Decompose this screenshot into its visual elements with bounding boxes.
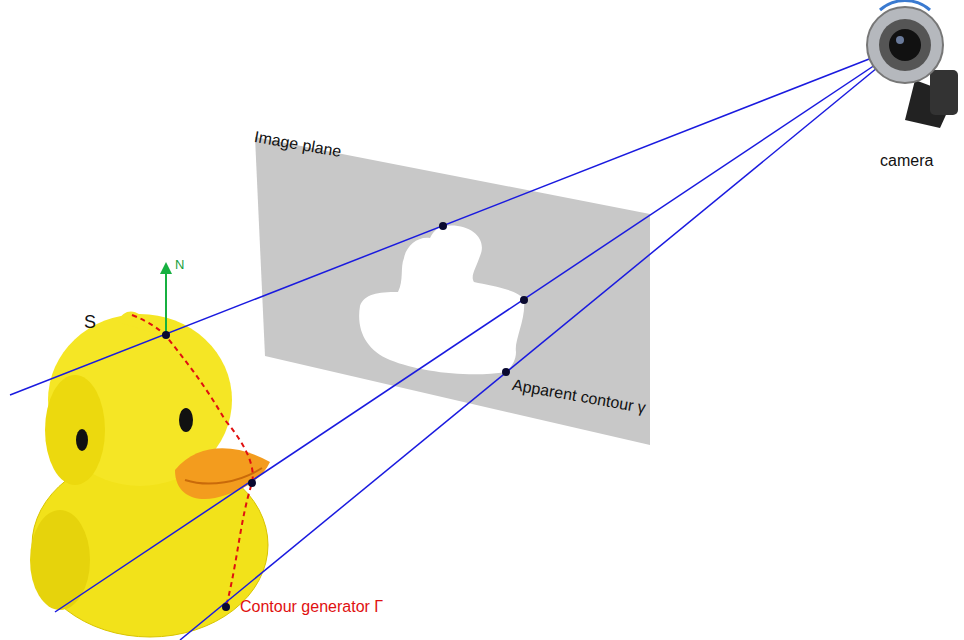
- contour-points: [162, 222, 528, 611]
- normal-vector: [165, 272, 167, 335]
- contour-generator: [132, 315, 253, 607]
- apparent-silhouette: [359, 225, 524, 374]
- contour-generator-label: Contour generator Γ: [240, 598, 383, 616]
- normal-label: N: [175, 258, 184, 272]
- normal-arrowhead: [160, 262, 172, 274]
- projection-rays: [10, 45, 905, 640]
- duck-figure: [30, 311, 270, 637]
- surface-label: S: [84, 313, 96, 333]
- image-plane: [255, 137, 650, 445]
- camera-icon: [867, 1, 958, 128]
- camera-label: camera: [880, 152, 933, 170]
